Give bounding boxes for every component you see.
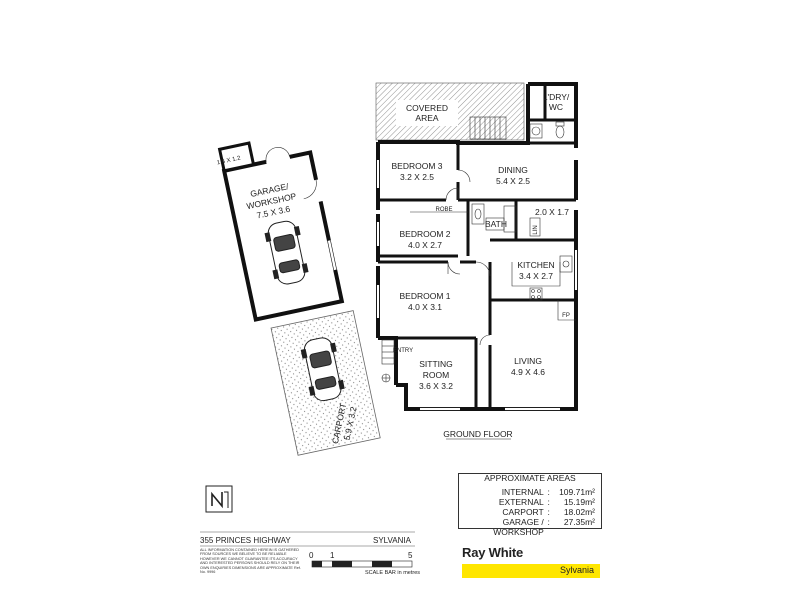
kitchen-dim: 3.4 X 2.7: [519, 271, 553, 281]
entry-steps: [381, 339, 395, 383]
windows: [376, 160, 578, 411]
kitchen-label: KITCHEN: [517, 260, 554, 270]
sitting-dim: 3.6 X 3.2: [419, 381, 453, 391]
sitting-label-2: ROOM: [423, 370, 449, 380]
carport-car-icon: [300, 337, 345, 402]
bedroom2-label: BEDROOM 2: [399, 229, 450, 239]
living-dim: 4.9 X 4.6: [511, 367, 545, 377]
garage-car-icon: [264, 220, 309, 285]
areas-title: APPROXIMATE AREAS: [484, 473, 576, 483]
areas-row-carport: CARPORT:18.02m²: [502, 507, 595, 517]
bedroom1-dim: 4.0 X 3.1: [408, 302, 442, 312]
linen-label: LIN: [533, 225, 539, 234]
areas-row-garage: GARAGE / WORKSHOP:27.35m²: [493, 517, 595, 537]
suburb: SYLVANIA: [373, 536, 411, 545]
fireplace-label: FP: [562, 313, 570, 319]
north-arrow-icon: [205, 485, 233, 513]
approximate-areas-box: APPROXIMATE AREAS INTERNAL:109.71m² EXTE…: [458, 473, 602, 537]
floor-label: GROUND FLOOR: [443, 429, 512, 439]
carport: [270, 310, 381, 456]
robe-bath-fixtures: [410, 203, 541, 237]
laundry-label: L'DRY/: [543, 92, 570, 102]
scale-tick-0: 0: [309, 551, 314, 560]
areas-row-external: EXTERNAL:15.19m²: [498, 497, 595, 507]
areas-row-internal: INTERNAL:109.71m²: [501, 487, 595, 497]
garage-workshop: [217, 141, 345, 322]
bedroom3-dim: 3.2 X 2.5: [400, 172, 434, 182]
bath-label: BATH: [485, 219, 507, 229]
brand-logo: Ray White: [462, 545, 524, 560]
address: 355 PRINCES HIGHWAY: [200, 536, 291, 545]
bedroom1-label: BEDROOM 1: [399, 291, 450, 301]
sitting-label-1: SITTING: [419, 359, 453, 369]
living-label: LIVING: [514, 356, 542, 366]
disclaimer: ALL INFORMATION CONTAINED HEREIN IS GATH…: [200, 548, 301, 575]
interior-walls: [378, 84, 576, 409]
scale-caption: SCALE BAR in metres: [365, 570, 421, 576]
laundry-fixtures: [529, 121, 565, 139]
entry-label: ENTRY: [393, 348, 413, 354]
wc-label: WC: [549, 102, 563, 112]
kitchen-fixtures: [511, 255, 573, 301]
dining-dim: 5.4 X 2.5: [496, 176, 530, 186]
bedroom3-label: BEDROOM 3: [391, 161, 442, 171]
scale-tick-1: 1: [330, 551, 335, 560]
brand-bar: Sylvania: [462, 564, 600, 578]
brand-office: Sylvania: [559, 565, 594, 575]
doors: [445, 169, 491, 346]
scale-bar: [311, 560, 413, 568]
robe-label: ROBE: [435, 207, 452, 213]
dining-label: DINING: [498, 165, 528, 175]
fireplace: [557, 300, 576, 321]
hall-dim: 2.0 X 1.7: [535, 207, 569, 217]
garage-store-dim: 1.5 X 1.2: [216, 155, 241, 166]
rear-steps: [469, 116, 507, 140]
bedroom2-dim: 4.0 X 2.7: [408, 240, 442, 250]
covered-label: COVERED: [406, 103, 448, 113]
scale-tick-5: 5: [408, 551, 413, 560]
area-label: AREA: [415, 113, 438, 123]
